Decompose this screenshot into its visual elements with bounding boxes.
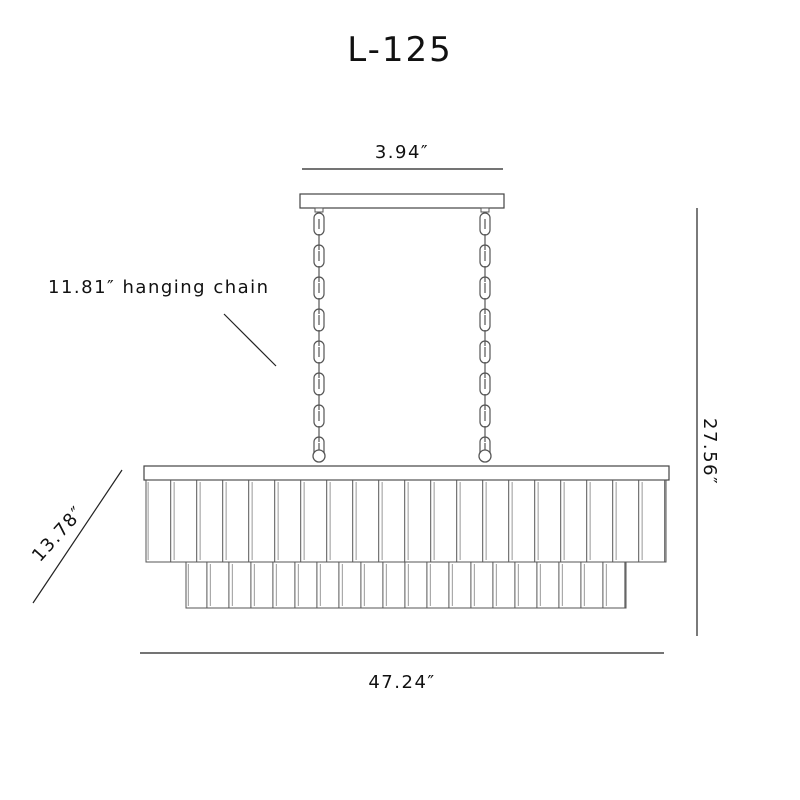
depth-line xyxy=(32,469,123,604)
tier-lower-outline xyxy=(185,561,627,609)
chain-leader-line xyxy=(223,313,277,367)
chain-loop-left xyxy=(312,449,326,463)
crystal-tier-lower xyxy=(185,561,627,609)
canopy-width-label: 3.94″ xyxy=(374,142,430,163)
width-label: 47.24″ xyxy=(368,672,436,693)
chain-label: 11.81″ hanging chain xyxy=(48,277,270,298)
tier-upper-outline xyxy=(145,479,667,563)
canopy-post-right xyxy=(480,207,490,213)
crystal-tier-upper xyxy=(145,479,667,563)
canopy-post-left xyxy=(314,207,324,213)
chain-right xyxy=(479,212,491,460)
chain-loop-right xyxy=(478,449,492,463)
model-title: L-125 xyxy=(347,30,453,70)
canopy xyxy=(299,193,505,209)
chain-description: hanging chain xyxy=(122,277,270,298)
chain-length-value: 11.81″ xyxy=(48,277,116,298)
top-frame xyxy=(143,465,670,481)
chain-left xyxy=(313,212,325,460)
